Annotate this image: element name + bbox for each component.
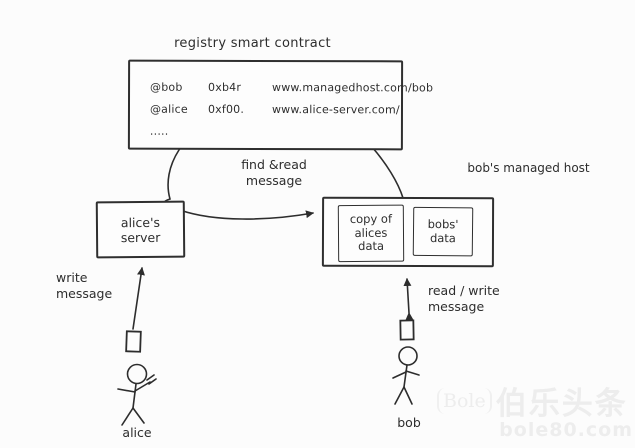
registry-row: ..... xyxy=(150,120,401,143)
write-message-label: write message xyxy=(56,270,113,301)
registry-handle: ..... xyxy=(149,124,169,138)
registry-address: 0xf00. xyxy=(207,102,245,116)
alice-server-box: alice's server xyxy=(95,200,186,259)
watermark-domain: bole80.com xyxy=(499,419,633,441)
bob-managed-host-box: copy of alices data bobs' data xyxy=(321,196,495,268)
registry-url: www.managedhost.com/bob xyxy=(272,80,434,94)
watermark: Bole 伯乐头条 bole80.com xyxy=(437,378,633,446)
registry-handle: @bob xyxy=(150,80,183,94)
read-write-arrow xyxy=(403,278,414,321)
watermark-logo: Bole xyxy=(437,387,492,414)
alice-person-icon xyxy=(117,363,157,426)
registry-url: www.alice-server.com/ xyxy=(271,102,400,116)
copy-of-alices-data-label: copy of alices data xyxy=(349,211,393,254)
registry-handle: @alice xyxy=(149,102,188,116)
registry-box: @bob 0xb4r www.managedhost.com/bob @alic… xyxy=(127,59,433,151)
bobs-data-box: bobs' data xyxy=(412,206,474,257)
registry-address: 0xb4r xyxy=(208,80,242,94)
bobs-data-label: bobs' data xyxy=(427,216,459,245)
bob-person-icon xyxy=(392,346,420,405)
alice-device-icon xyxy=(125,330,142,353)
find-read-message-label: find &read message xyxy=(241,157,307,188)
write-message-arrow xyxy=(132,267,145,330)
alice-server-label: alice's server xyxy=(120,214,161,245)
alice-label: alice xyxy=(122,425,152,440)
registry-row: @alice 0xf00. www.alice-server.com/ xyxy=(150,98,401,121)
find-read-arrow xyxy=(179,209,314,220)
registry-title: registry smart contract xyxy=(174,36,331,51)
host-label: bob's managed host xyxy=(467,161,590,175)
bob-device-icon xyxy=(399,319,415,341)
copy-of-alices-data-box: copy of alices data xyxy=(337,204,405,263)
read-write-message-label: read / write message xyxy=(428,283,500,314)
watermark-site-name: 伯乐头条 xyxy=(495,386,628,422)
bob-label: bob xyxy=(397,415,421,430)
registry-row: @bob 0xb4r www.managedhost.com/bob xyxy=(150,76,433,99)
